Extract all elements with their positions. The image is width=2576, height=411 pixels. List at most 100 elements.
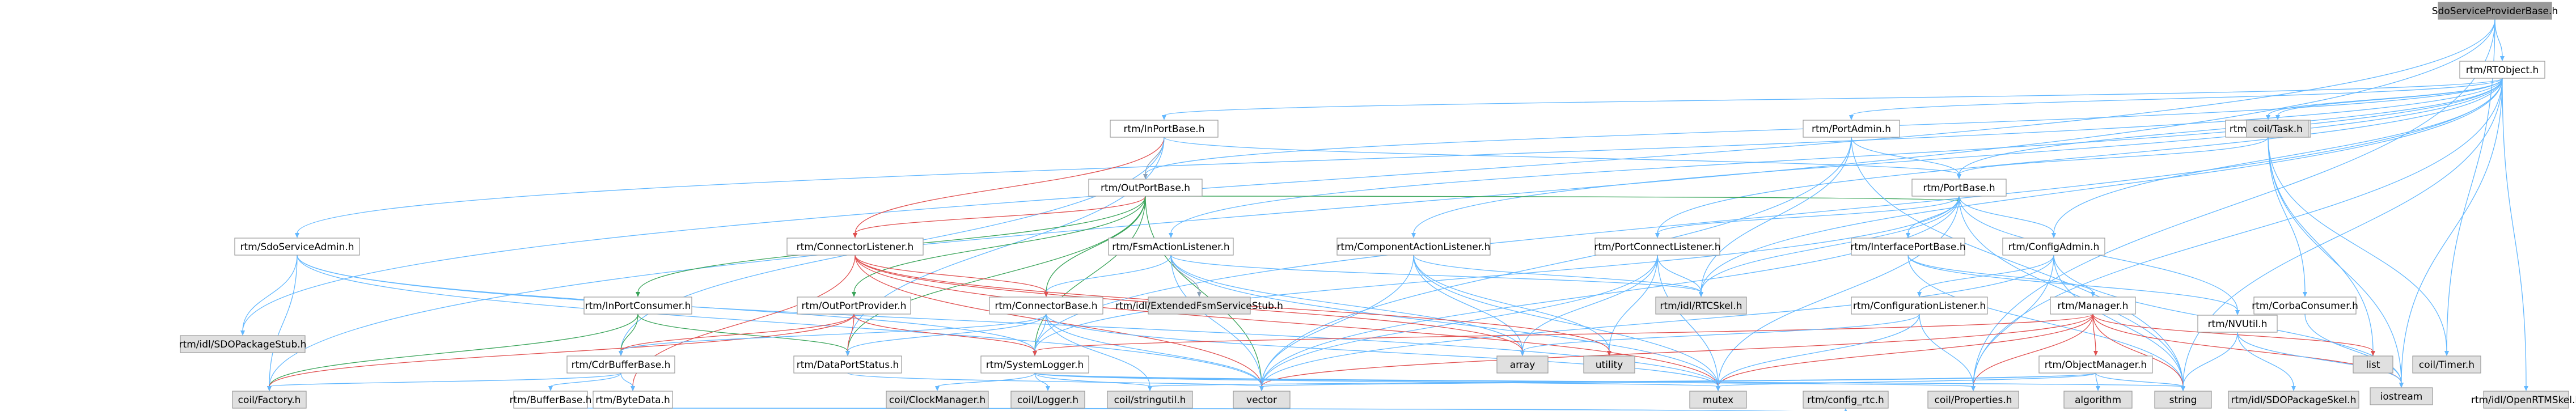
node-string[interactable]: string [2154,391,2212,409]
edge-arrowhead [295,233,299,238]
node-inport[interactable]: rtm/InPortBase.h [1110,120,1219,138]
node-box [593,391,673,409]
edge-connbase-to-mutex [1046,313,1719,387]
node-openrtm[interactable]: rtm/idl/OpenRTMSkel.h [2471,391,2576,409]
node-interfaceport[interactable]: rtm/InterfacePortBase.h [1850,238,1966,256]
edge-inportconsumer-to-cdrbuf [620,313,638,352]
node-configadmin[interactable]: rtm/ConfigAdmin.h [2002,238,2105,256]
edge-rtobj-to-portconn [1657,78,2503,234]
node-box [232,391,307,409]
edge-arrowhead [267,386,272,391]
edge-portadmin-to-portbase [1851,137,1960,175]
node-manager[interactable]: rtm/Manager.h [2050,296,2136,315]
edge-cdrbuf-to-bufferbase [550,372,621,387]
edge-outport-to-vector [1145,196,1262,387]
node-outport[interactable]: rtm/OutPortBase.h [1088,179,1203,197]
edge-objmanager-to-algorithm [2095,372,2099,387]
edge-rtobj-to-coilprops [1973,78,2503,387]
node-label: mutex [1703,395,1733,406]
edge-inport-to-connlist [855,137,1165,234]
node-extfsm[interactable]: rtm/idl/ExtendedFsmServiceStub.h [1115,296,1283,315]
node-coilfactory[interactable]: coil/Factory.h [232,391,307,409]
node-rtcskel[interactable]: rtm/idl/RTCSkel.h [1655,296,1747,315]
node-algorithm[interactable]: algorithm [2063,391,2133,409]
node-sdoupkg[interactable]: rtm/idl/SDOPackageSkel.h [2228,391,2359,409]
edge-interfaceport-to-manager [1907,255,2093,293]
node-root[interactable]: SdoServiceProviderBase.h [2432,2,2558,20]
node-fsmaction[interactable]: rtm/FsmActionListener.h [1108,238,1234,256]
edge-configlistener-to-coilprops [1919,313,1974,387]
node-portconn[interactable]: rtm/PortConnectListener.h [1594,238,1721,256]
node-label: rtm/ObjectManager.h [2045,359,2147,371]
node-box [1689,391,1747,409]
node-cdrbuf[interactable]: rtm/CdrBufferBase.h [566,355,675,374]
node-coilprops[interactable]: coil/Properties.h [1927,391,2019,409]
node-coilstring[interactable]: coil/stringutil.h [1107,391,1193,409]
edge-arrowhead [2500,56,2505,61]
node-label: utility [1596,359,1623,371]
edge-portconn-to-utility [1609,255,1658,352]
node-label: rtm/idl/SDOPackageStub.h [179,339,307,350]
edge-portbase-to-vector [1261,196,1960,387]
node-objmanager[interactable]: rtm/ObjectManager.h [2038,355,2153,374]
node-array[interactable]: array [1496,355,1549,374]
node-bufferbase[interactable]: rtm/BufferBase.h [509,391,592,409]
node-connbase[interactable]: rtm/ConnectorBase.h [989,296,1103,315]
node-portbase[interactable]: rtm/PortBase.h [1911,179,2007,197]
node-iostream[interactable]: iostream [2370,387,2433,405]
node-mutex[interactable]: mutex [1689,391,1747,409]
node-inportconsumer[interactable]: rtm/InPortConsumer.h [583,296,692,315]
edge-arrowhead [1607,351,1611,356]
node-box [797,296,911,315]
node-coillogger[interactable]: coil/Logger.h [1010,391,1085,409]
edge-manager-to-coilprops [1973,313,2093,387]
node-nvutil[interactable]: rtm/NVUtil.h [2197,315,2278,333]
edge-nvutil-to-sdoupkg [2237,332,2294,387]
node-dataportstatus[interactable]: rtm/DataPortStatus.h [793,355,902,374]
node-list[interactable]: list [2353,355,2393,374]
edge-portbase-to-portconn [1657,196,1960,234]
node-coilclock[interactable]: coil/ClockManager.h [886,391,989,409]
edge-arrowhead [852,292,856,297]
node-compaction[interactable]: rtm/ComponentActionListener.h [1336,238,1491,256]
node-label: rtm/InPortConsumer.h [585,300,691,312]
node-utility[interactable]: utility [1583,355,1635,374]
node-sdopkg[interactable]: rtm/idl/SDOPackageStub.h [179,335,307,353]
node-outportprov[interactable]: rtm/OutPortProvider.h [797,296,911,315]
node-box [1655,296,1747,315]
node-sdoadmin[interactable]: rtm/SdoServiceAdmin.h [234,238,360,256]
node-syslog[interactable]: rtm/SystemLogger.h [980,355,1089,374]
edge-portbase-to-configadmin [1959,196,2054,234]
edge-configadmin-to-configlistener [1919,255,2054,293]
node-bytedata[interactable]: rtm/ByteData.h [593,391,673,409]
node-box [1110,120,1219,138]
node-configlistener[interactable]: rtm/ConfigurationListener.h [1851,296,1988,315]
node-box [989,296,1103,315]
edge-nvutil-to-string [2182,332,2238,387]
node-connlist[interactable]: rtm/ConnectorListener.h [786,238,924,256]
node-coiltask[interactable]: coil/Task.h [2246,120,2309,138]
edge-syslog-to-coilclock [937,372,1035,387]
node-label: rtm/CdrBufferBase.h [572,359,671,371]
node-box [180,335,306,353]
node-box [513,391,588,409]
node-portadmin[interactable]: rtm/PortAdmin.h [1803,120,1900,138]
node-box [1148,296,1251,315]
edge-arrowhead [548,386,553,391]
edge-arrowhead [2181,386,2185,391]
node-config[interactable]: rtm/config_rtc.h [1803,391,1889,409]
edge-connbase-to-vector [1046,313,1262,387]
node-box [2038,355,2153,374]
node-label: coil/Properties.h [1934,395,2012,406]
node-label: rtm/CorbaConsumer.h [2252,300,2358,312]
edge-arrowhead [2091,292,2095,297]
node-box [793,355,902,374]
edge-outport-to-portbase [1145,196,1960,201]
node-rtobj[interactable]: rtm/RTObject.h [2459,61,2545,79]
edge-outportprov-to-dataportstatus [847,313,855,352]
node-box [1594,238,1720,256]
edge-corbaport-to-iostream [2268,137,2402,384]
node-vector[interactable]: vector [1233,391,1291,409]
node-coiltimer[interactable]: coil/Timer.h [2412,355,2481,374]
node-corbaconsumer[interactable]: rtm/CorbaConsumer.h [2252,296,2358,315]
